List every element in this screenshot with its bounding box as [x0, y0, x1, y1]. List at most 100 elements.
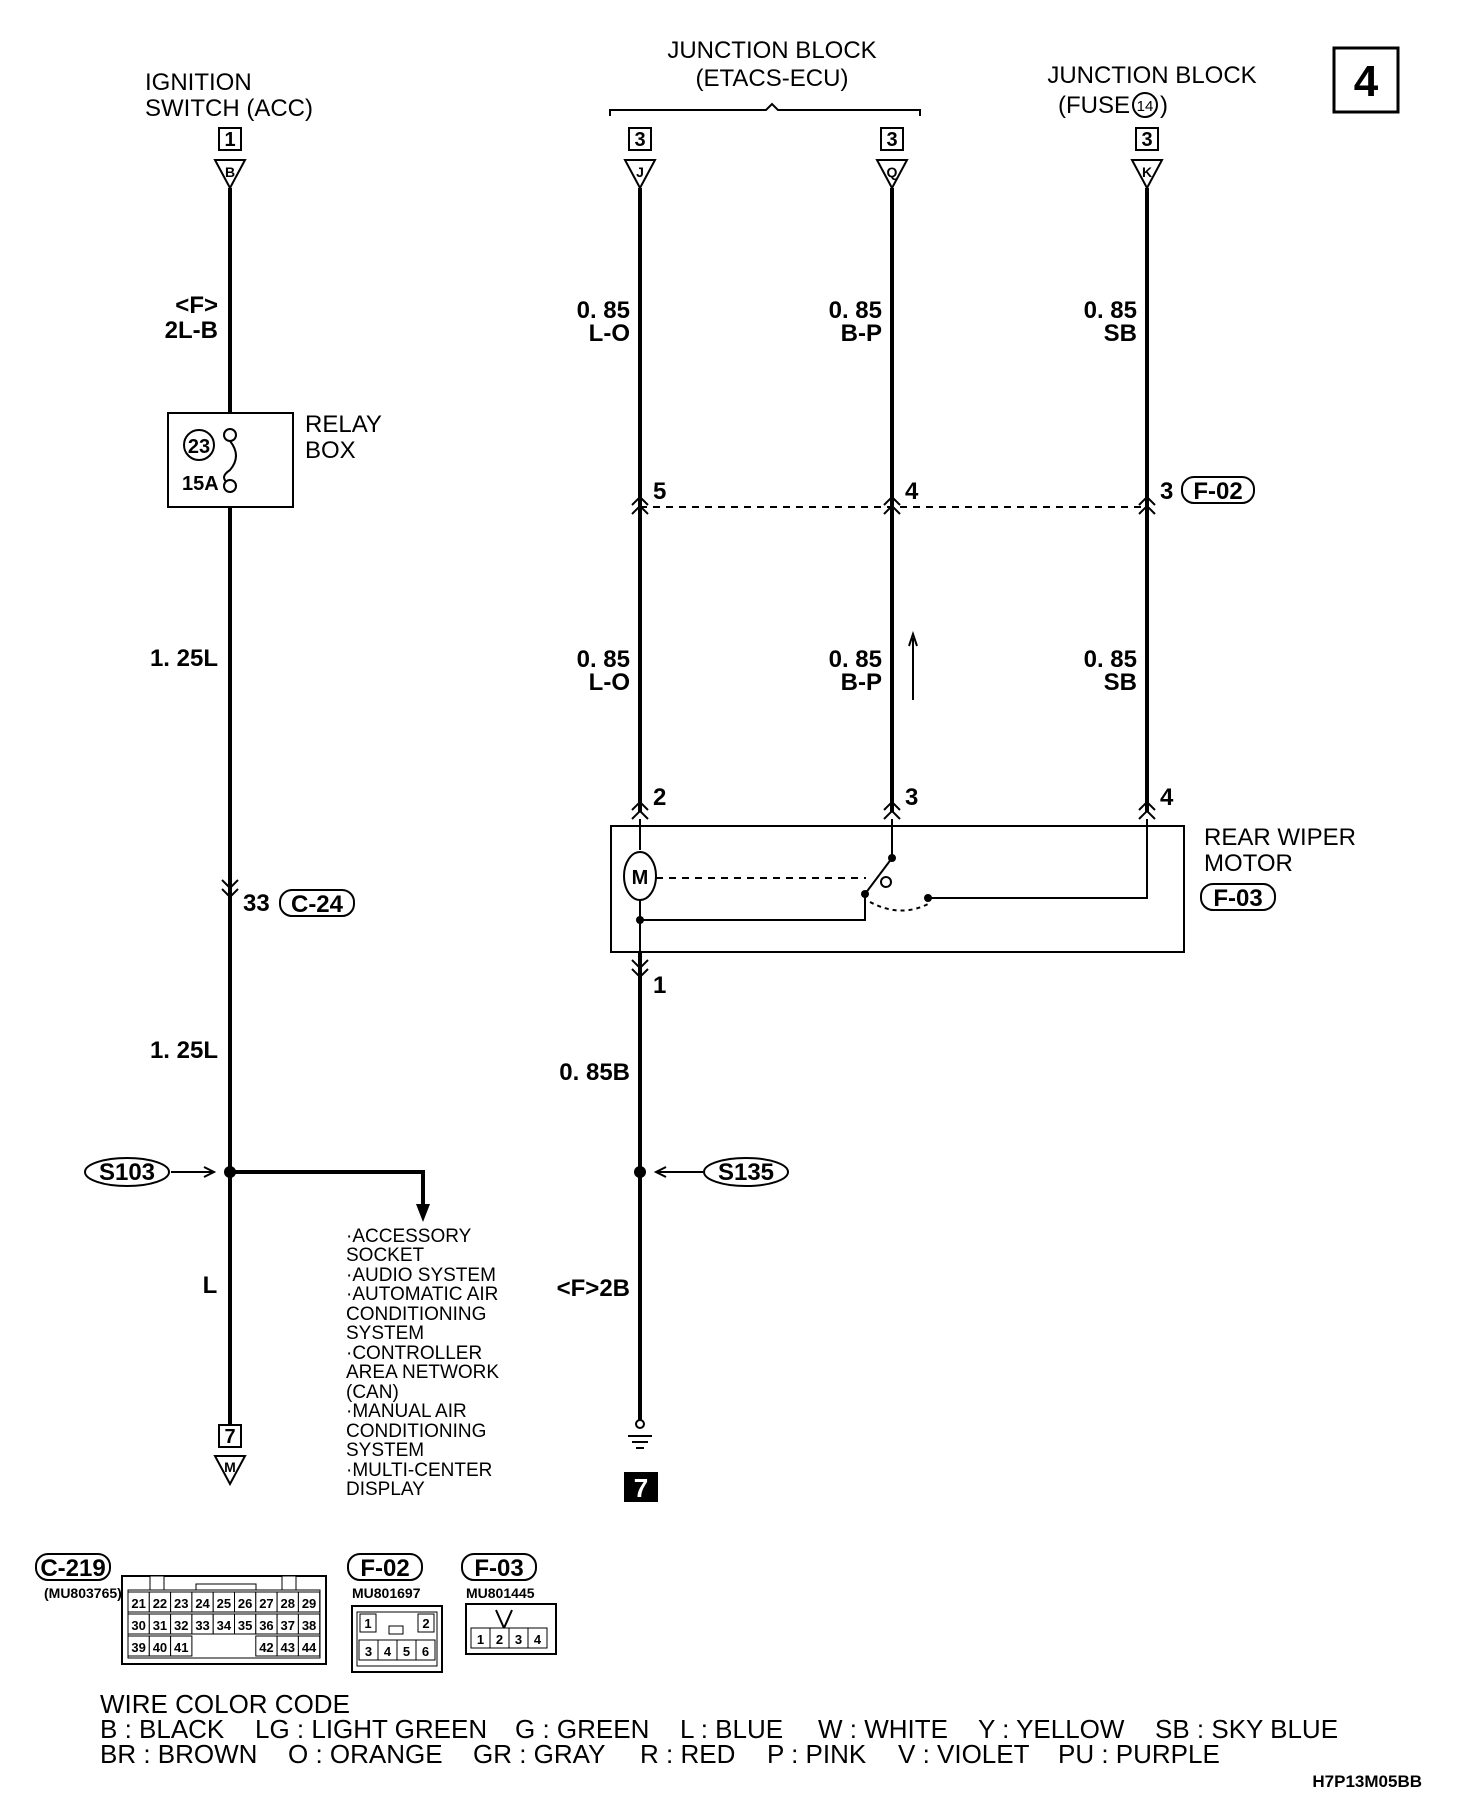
- f02-legend-name: F-02: [360, 1555, 409, 1582]
- f03-legend-name: F-03: [474, 1555, 523, 1582]
- etacs-terminal-j: J: [636, 164, 644, 180]
- wire-color-code-title: WIRE COLOR CODE: [100, 1689, 350, 1719]
- wire-j-color-upper: L-O: [589, 320, 630, 347]
- branch-item-7: ·CONTROLLER: [346, 1343, 482, 1364]
- wire-q-color-upper: B-P: [841, 320, 882, 347]
- wire-k-pin-f02: 3: [1160, 478, 1173, 505]
- f02-pin-1: 1: [364, 1616, 371, 1631]
- fuse-block-title-1: JUNCTION BLOCK: [1047, 62, 1256, 89]
- f02-part: MU801697: [352, 1585, 421, 1601]
- branch-item-5: CONDITIONING: [346, 1304, 486, 1325]
- fuse-block-title-close: ): [1160, 92, 1168, 119]
- wire-color-lg: LG : LIGHT GREEN: [255, 1714, 487, 1744]
- f03-name: F-03: [1213, 885, 1262, 912]
- etacs-conn-right-no: 3: [886, 129, 897, 151]
- fuse-block-terminal-k: K: [1142, 164, 1152, 180]
- ignition-title-1: IGNITION: [145, 69, 252, 96]
- wire-q-color-lower: B-P: [841, 669, 882, 696]
- f02-pin-2: 2: [422, 1616, 429, 1631]
- connector-c219-legend: C-219 (MU803765): [35, 1553, 327, 1665]
- branch-item-14: DISPLAY: [346, 1479, 425, 1500]
- c219-pin-34: 34: [217, 1618, 232, 1633]
- branch-item-10: ·MANUAL AIR: [346, 1401, 467, 1422]
- relay-box: 23 15A: [167, 412, 294, 508]
- wire-color-y: Y : YELLOW: [978, 1714, 1125, 1744]
- branch-item-9: (CAN): [346, 1382, 399, 1403]
- page-number: 4: [1354, 57, 1379, 106]
- c219-pin-29: 29: [302, 1596, 316, 1611]
- wire-j-pin-f03: 2: [653, 784, 666, 811]
- f03-pin-4-cell: [527, 1627, 548, 1649]
- wire-color-p: P : PINK: [767, 1739, 867, 1769]
- wire-k-gauge-upper: 0. 85: [1084, 297, 1137, 324]
- relay-fuse-rating: 15A: [182, 473, 219, 495]
- connector-f02-legend: F-02 MU801697: [347, 1553, 443, 1673]
- wire-color-g: G : GREEN: [515, 1714, 649, 1744]
- f02-pin-1-cell: [359, 1613, 377, 1633]
- f03-pin-2: 2: [496, 1632, 503, 1647]
- ignition-connector-no: 1: [224, 129, 235, 151]
- etacs-title-1: JUNCTION BLOCK: [667, 37, 876, 64]
- wire-color-row-2: BR : BROWN O : ORANGE GR : GRAY R : RED …: [100, 1739, 1220, 1769]
- f02-pin-6: 6: [422, 1644, 429, 1659]
- ground-wire-spec-2: <F>2B: [557, 1275, 630, 1302]
- rear-wiper-motor: M: [610, 819, 1185, 953]
- relay-title-2: BOX: [305, 437, 356, 464]
- branch-item-1: ·ACCESSORY: [346, 1226, 472, 1247]
- relay-title-1: RELAY: [305, 411, 382, 438]
- f02-pin-3: 3: [365, 1644, 372, 1659]
- c219-pin-39: 39: [131, 1640, 145, 1655]
- page-number-box: 4: [1332, 46, 1400, 114]
- ignition-terminal: B: [225, 164, 235, 180]
- c219-pin-38: 38: [302, 1618, 316, 1633]
- wire-q-gauge-lower: 0. 85: [829, 646, 882, 673]
- wire-color-gr: GR : GRAY: [473, 1739, 605, 1769]
- f03-connector-label: F-03: [1200, 883, 1276, 912]
- diagram-code: H7P13M05BB: [1312, 1772, 1422, 1791]
- fuse-block-connector-k: 3 K: [1130, 127, 1164, 191]
- c219-pin-43: 43: [281, 1640, 295, 1655]
- branch-item-12: SYSTEM: [346, 1440, 424, 1461]
- wire-color-r: R : RED: [640, 1739, 735, 1769]
- c219-pin-30: 30: [131, 1618, 145, 1633]
- wire-color-pu: PU : PURPLE: [1058, 1739, 1220, 1769]
- wire-q-pin-f03: 3: [905, 784, 918, 811]
- motor-title-2: MOTOR: [1204, 850, 1293, 877]
- ignition-connector: 1 B: [213, 127, 247, 191]
- c24-connector-mark: [221, 879, 239, 899]
- wire-j-color-lower: L-O: [589, 669, 630, 696]
- c219-pin-41: 41: [174, 1640, 188, 1655]
- fuse-14-circle: [1132, 92, 1158, 118]
- wire-spec-top-2: 2L-B: [165, 317, 218, 344]
- etacs-bracket: [609, 102, 921, 116]
- c219-pin-25: 25: [217, 1596, 231, 1611]
- f02-pin-6-cell: [415, 1639, 436, 1661]
- c219-pin-22: 22: [153, 1596, 167, 1611]
- etacs-connector-q: 3 Q: [875, 127, 909, 191]
- fuse-block-fuse-no: 14: [1137, 98, 1154, 115]
- c219-pin-40: 40: [153, 1640, 167, 1655]
- wire-color-row-1: B : BLACK LG : LIGHT GREEN G : GREEN L :…: [100, 1714, 1338, 1744]
- f02-connector-label: F-02: [1181, 476, 1255, 505]
- ground-wire-spec-1: 0. 85B: [559, 1059, 630, 1086]
- c219-pin-27: 27: [259, 1596, 273, 1611]
- wire-color-v: V : VIOLET: [898, 1739, 1030, 1769]
- fuse-number-circle: [183, 429, 215, 461]
- branch-item-8: AREA NETWORK: [346, 1362, 499, 1383]
- f02-pin-2-cell: [417, 1613, 435, 1633]
- wire-spec-mid: 1. 25L: [150, 645, 218, 672]
- c219-pin-32: 32: [174, 1618, 188, 1633]
- motor-letter: M: [632, 867, 649, 889]
- c219-pin-31: 31: [153, 1618, 167, 1633]
- wire-spec-low: 1. 25L: [150, 1037, 218, 1064]
- splice-s103-label: S103: [84, 1157, 170, 1187]
- c219-part: (MU803765): [44, 1585, 122, 1601]
- wire-k-gauge-lower: 0. 85: [1084, 646, 1137, 673]
- branch-item-13: ·MULTI-CENTER: [346, 1460, 492, 1481]
- branch-item-6: SYSTEM: [346, 1323, 424, 1344]
- wire-color-l: L : BLUE: [680, 1714, 783, 1744]
- splice-s135-name: S135: [718, 1159, 774, 1186]
- ground-symbol: 7: [624, 1419, 658, 1503]
